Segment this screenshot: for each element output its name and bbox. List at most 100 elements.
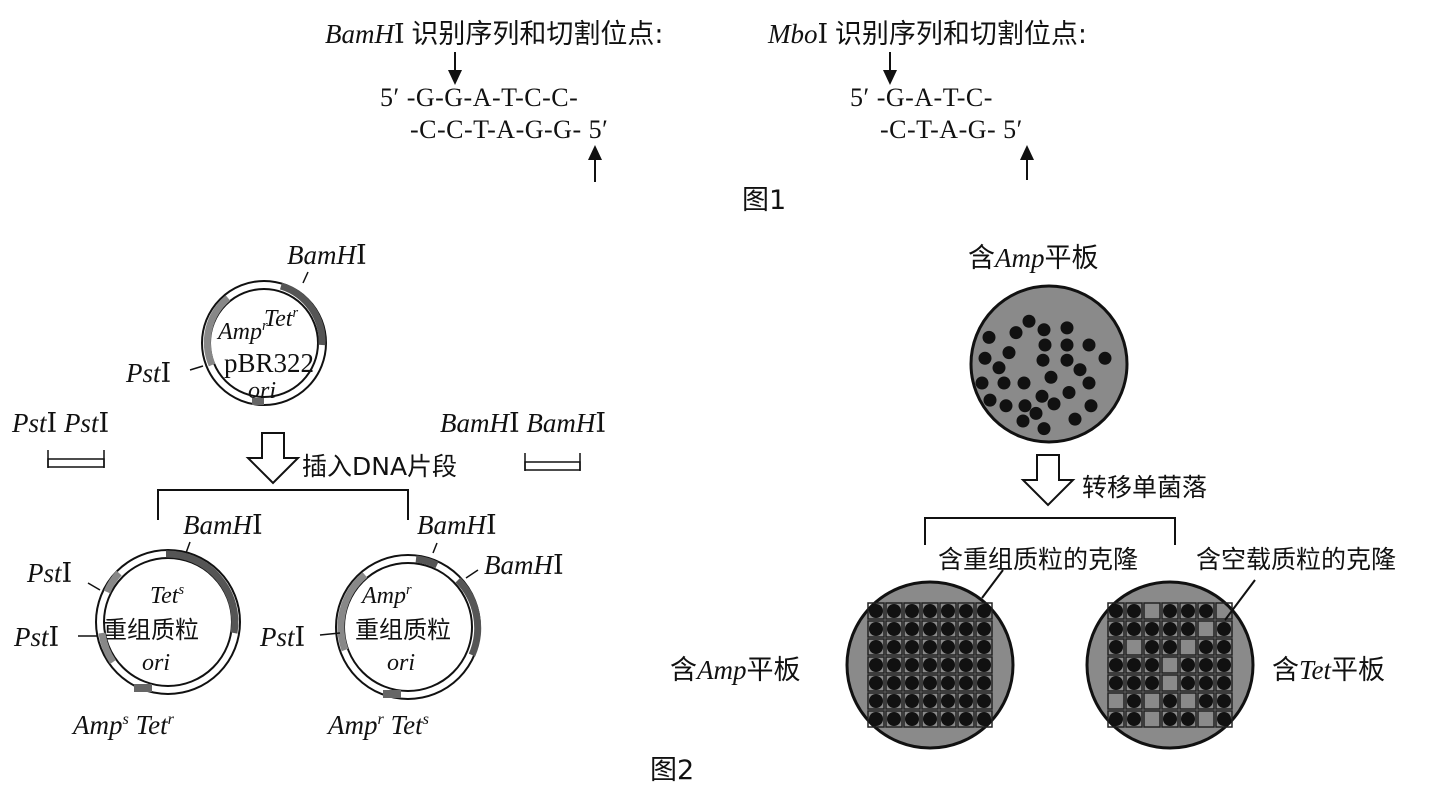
grid-cell xyxy=(1143,692,1161,710)
rec-right-bamhi-label-1: BamHⅠ xyxy=(417,510,497,540)
grid-cell xyxy=(1107,692,1125,710)
rec-left-bamhi-label: BamHⅠ xyxy=(183,510,263,540)
bam-fragment-label: BamHⅠ BamHⅠ xyxy=(440,408,607,438)
bamhi-bottom-strand: -C-C-T-A-G-G- 5′ xyxy=(410,115,609,144)
colony xyxy=(1035,389,1049,403)
mboi-title: MboⅠ 识别序列和切割位点: xyxy=(768,12,1087,51)
grid-cell xyxy=(921,620,939,638)
colony xyxy=(1047,397,1061,411)
grid-cell xyxy=(1125,638,1143,656)
colony xyxy=(999,399,1013,413)
colony xyxy=(1145,676,1159,690)
colony xyxy=(1098,351,1112,365)
grid-cell xyxy=(903,602,921,620)
grid-cell xyxy=(1179,710,1197,728)
grid-cell xyxy=(903,674,921,692)
colony xyxy=(869,676,883,690)
plasmid-amp-gene: Ampr xyxy=(218,318,268,345)
grid-cell xyxy=(1179,674,1197,692)
clone-bracket xyxy=(924,517,1176,545)
colony xyxy=(1038,338,1052,352)
colony xyxy=(1181,712,1195,726)
colony xyxy=(941,694,955,708)
colony xyxy=(1181,658,1195,672)
grid-cell xyxy=(957,674,975,692)
pbr322-plasmid xyxy=(189,271,327,406)
colony xyxy=(1217,658,1231,672)
plate-amp-label: 含Amp平板 xyxy=(670,655,801,686)
grid-cell xyxy=(957,710,975,728)
mboi-title-text: 识别序列和切割位点: xyxy=(834,19,1088,50)
colony xyxy=(1017,376,1031,390)
colony xyxy=(959,658,973,672)
grid-cell xyxy=(1161,602,1179,620)
colony xyxy=(1127,676,1141,690)
grid-cell xyxy=(1161,620,1179,638)
colony xyxy=(887,604,901,618)
grid-cell xyxy=(1143,674,1161,692)
grid-cell xyxy=(975,638,993,656)
grid-cell xyxy=(939,656,957,674)
grid-cell xyxy=(885,620,903,638)
amp-plate-replica xyxy=(845,580,1015,750)
plasmid-name: pBR322 xyxy=(224,348,315,378)
colony xyxy=(941,712,955,726)
grid-cell xyxy=(867,710,885,728)
colony xyxy=(977,604,991,618)
grid-cell xyxy=(1107,656,1125,674)
grid-cell xyxy=(1197,656,1215,674)
colony xyxy=(959,622,973,636)
colony xyxy=(1044,370,1058,384)
colony xyxy=(959,640,973,654)
colony xyxy=(1127,712,1141,726)
colony xyxy=(1181,622,1195,636)
colony xyxy=(869,622,883,636)
bamhi-enzyme: BamH xyxy=(325,19,394,49)
rec-left-gene: Tets xyxy=(150,582,185,609)
bamhi-title: BamHⅠ 识别序列和切割位点: xyxy=(325,12,664,51)
grid-cell xyxy=(921,638,939,656)
bamhi-top-strand: 5′ -G-G-A-T-C-C- xyxy=(380,83,579,112)
grid-cell xyxy=(885,656,903,674)
colony xyxy=(1002,346,1016,360)
grid-cell xyxy=(1125,710,1143,728)
colony xyxy=(1060,338,1074,352)
colony xyxy=(905,622,919,636)
grid-cell xyxy=(921,656,939,674)
rec-right-ori: ori xyxy=(387,650,416,676)
insert-dna-step: 插入DNA片段 xyxy=(302,452,458,481)
plasmid-bamhi-label: BamHⅠ xyxy=(287,240,367,270)
colony xyxy=(923,640,937,654)
grid-cell xyxy=(939,602,957,620)
colony xyxy=(941,604,955,618)
colony xyxy=(923,676,937,690)
grid-cell xyxy=(1125,692,1143,710)
tet-plate-replica xyxy=(1085,580,1255,750)
colony xyxy=(977,676,991,690)
bam-fragment xyxy=(524,453,581,471)
colony xyxy=(1163,640,1177,654)
grid-cell xyxy=(975,692,993,710)
grid-cell xyxy=(1107,710,1125,728)
grid-cell xyxy=(1179,656,1197,674)
colony xyxy=(1163,712,1177,726)
grid-cell xyxy=(957,638,975,656)
grid-cell xyxy=(885,692,903,710)
colony xyxy=(1163,604,1177,618)
colony xyxy=(959,604,973,618)
colony xyxy=(905,712,919,726)
colony xyxy=(1109,658,1123,672)
rec-left-name: 重组质粒 xyxy=(103,616,199,644)
grid-cell xyxy=(939,674,957,692)
grid-cell xyxy=(1161,710,1179,728)
colony xyxy=(1109,712,1123,726)
colony xyxy=(1127,694,1141,708)
figure1-caption: 图1 xyxy=(742,185,787,216)
mboi-numeral: Ⅰ xyxy=(817,19,829,49)
grid-cell xyxy=(903,692,921,710)
colony xyxy=(1145,640,1159,654)
grid-cell xyxy=(1197,602,1215,620)
colony xyxy=(1016,414,1030,428)
rec-right-name: 重组质粒 xyxy=(355,616,451,644)
